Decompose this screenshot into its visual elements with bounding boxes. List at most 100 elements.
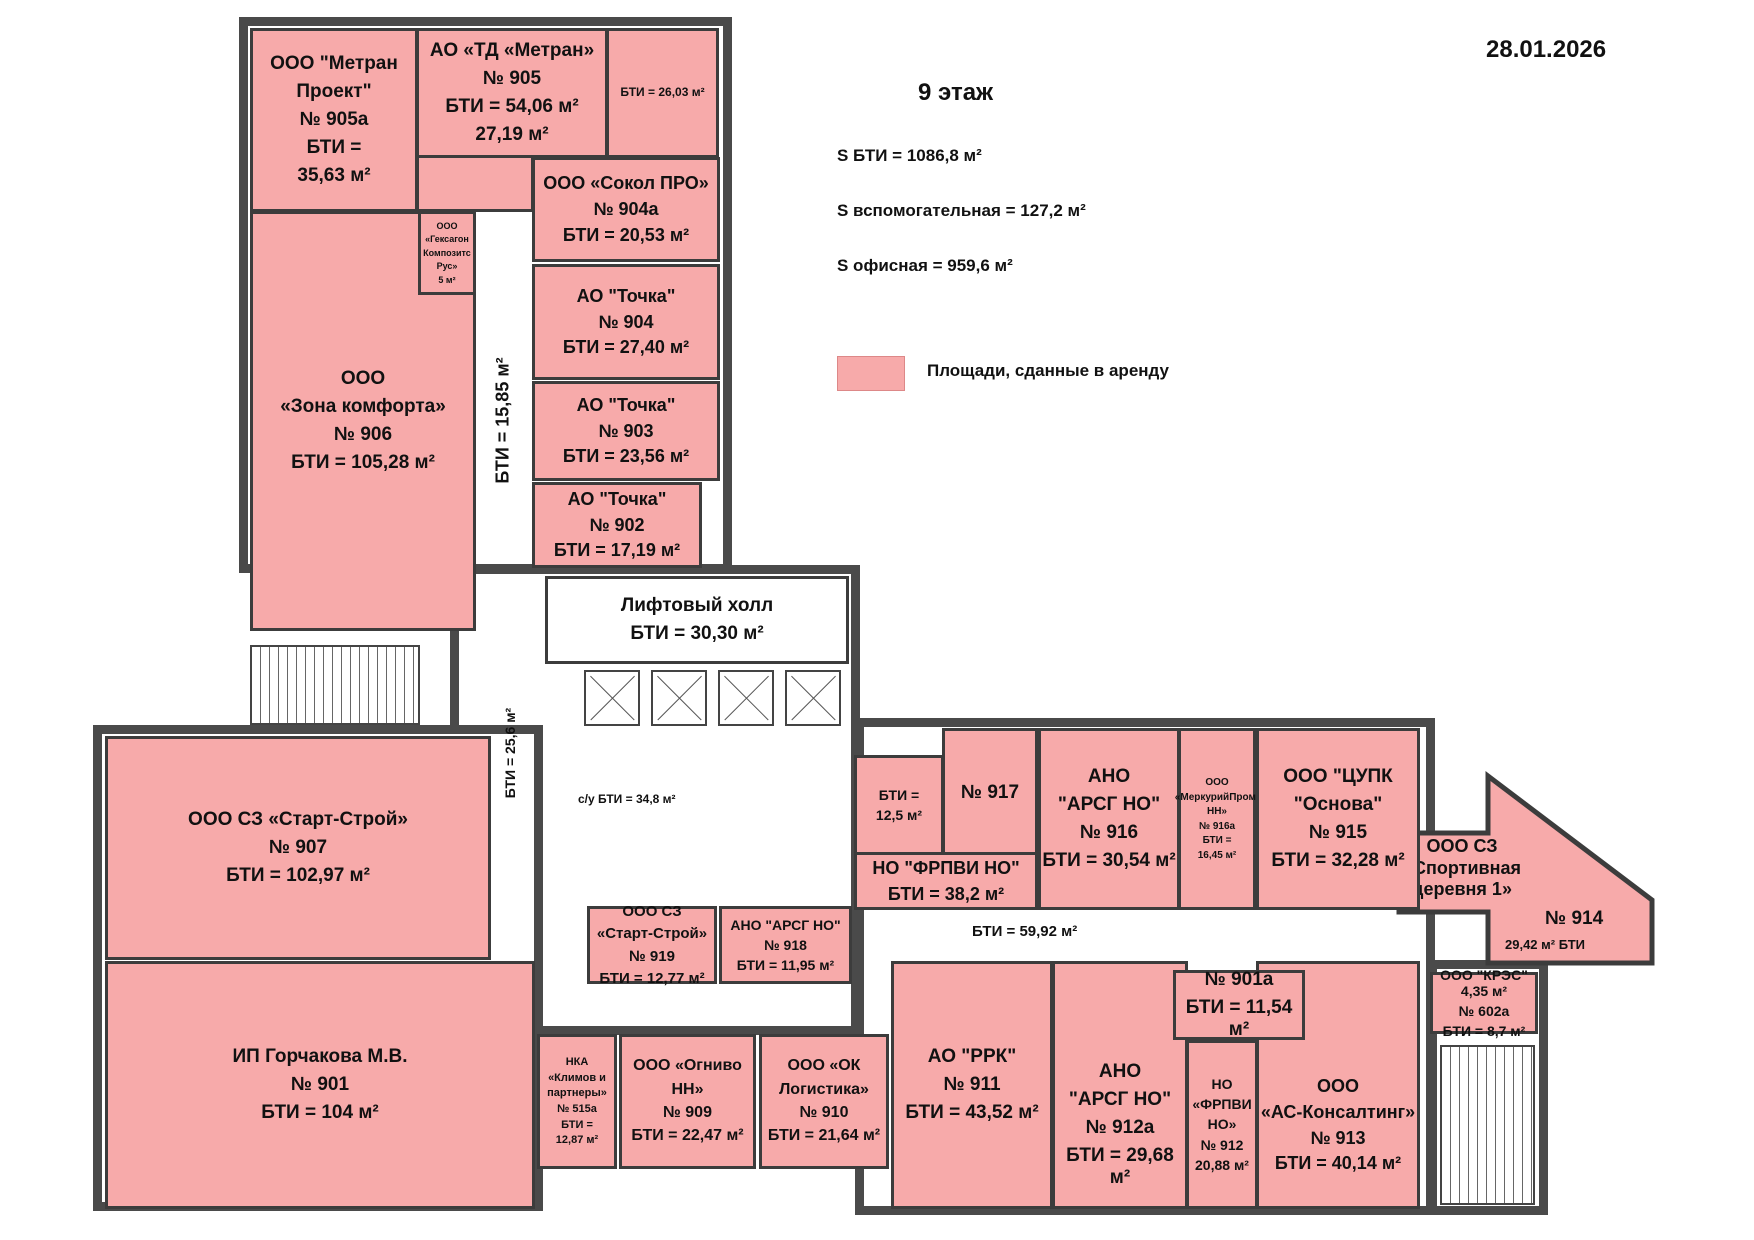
room-label-line: АНО (1098, 1061, 1142, 1083)
room-label-line: "АРСГ НО" (1057, 794, 1161, 816)
room-label-line: № 903 (598, 420, 654, 441)
room-label-line: БТИ = (878, 786, 920, 803)
room-label-line: «ФРПВИ (1192, 1096, 1252, 1113)
room-label-line: ООО "ЦУПК (1283, 766, 1393, 788)
room-label-line: «Климов и (548, 1071, 606, 1084)
room-label-line: НО» (1207, 1116, 1237, 1133)
room-label-line: БТИ = 102,97 м² (226, 864, 370, 886)
room-917: № 917 (942, 728, 1038, 858)
room-label-line: № 901а (1204, 969, 1274, 991)
room-label-line: НН» (671, 1080, 704, 1098)
room-label-line: 20,88 м² (1195, 1156, 1249, 1173)
room-label-line: № 906 (333, 424, 393, 445)
room-label-line: № 904а (593, 199, 659, 220)
room-label-line: АО "Точка" (567, 488, 667, 509)
room-label-line: БТИ = 30,30 м² (630, 623, 764, 644)
room-label-line: ООО «Сокол ПРО» (543, 173, 709, 194)
room-label-line: АНО "АРСГ НО" (730, 916, 841, 933)
room-label-line: № 919 (629, 947, 675, 965)
room-label-line: № 902 (589, 514, 645, 535)
room-905b: БТИ = 26,03 м² (606, 28, 719, 158)
room-label-line: БТИ = 23,56 м² (562, 446, 690, 467)
corridor-east-label: БТИ = 59,92 м² (972, 923, 1078, 940)
room-label-line: БТИ = 43,52 м² (905, 1101, 1039, 1123)
date-label: 28.01.2026 (1486, 36, 1607, 63)
room-label-line: ИП Горчакова М.В. (232, 1046, 408, 1068)
room-label-line: № 910 (799, 1104, 849, 1121)
room-label-line: № 916а (1198, 820, 1236, 832)
room-914-number: № 914 (1545, 908, 1604, 929)
room-label-line: Рус» (436, 261, 458, 272)
room-label-line: БТИ = 27,40 м² (562, 337, 690, 358)
room-label-line: Логистика» (779, 1080, 869, 1098)
legend-swatch (837, 356, 905, 391)
room-914-tenant: ООО СЗ «Спортивная деревня 1» (1402, 836, 1522, 901)
room-label-line: № 602а (1458, 1003, 1510, 1019)
room-label-line: № 911 (943, 1074, 1001, 1096)
room-label-line: ООО (1316, 1076, 1359, 1097)
area-total: S БТИ = 1086,8 м² (837, 146, 982, 165)
room-label-line: ООО (340, 368, 386, 390)
room-label-line: № 901 (290, 1074, 350, 1096)
room-914-line: «Спортивная (1403, 857, 1521, 878)
room-label-line: партнеры» (547, 1087, 607, 1100)
room-label-line: № 917 (960, 782, 1020, 804)
elevator-4 (785, 670, 841, 726)
room-label-line: № 918 (764, 936, 807, 953)
room-label-line: НО (1211, 1076, 1233, 1093)
room-914-line: деревня 1» (1412, 879, 1512, 900)
room-label-line: БТИ = 32,28 м² (1271, 849, 1405, 871)
room-label-line: НН» (1206, 806, 1227, 817)
stairs-east (1440, 1045, 1535, 1205)
floor-title: 9 этаж (918, 79, 994, 106)
room-label-line: БТИ = 20,53 м² (562, 224, 690, 245)
room-label-line: ООО «Огниво (633, 1057, 742, 1075)
room-label-line: БТИ = 22,47 м² (631, 1127, 744, 1145)
room-914-line: ООО СЗ (1426, 836, 1498, 856)
elevator-1 (584, 670, 640, 726)
room-905-lower-area (416, 155, 534, 212)
room-label-line: № 915 (1308, 822, 1368, 843)
room-label-line: «МеркурийПром- (1174, 791, 1260, 803)
room-label-line: № 912 (1200, 1136, 1244, 1153)
corridor-north-label: БТИ = 15,85 м² (492, 357, 513, 484)
room-label-line: 35,63 м² (297, 164, 371, 186)
room-label-line: 12,87 м² (555, 1134, 599, 1147)
room-label-line: «Старт-Строй» (596, 925, 708, 943)
room-label-line: БТИ = 11,95 м² (736, 957, 835, 974)
room-label-line: Проект" (296, 81, 372, 103)
room-label-line: ООО (1205, 777, 1229, 788)
wc-label: с/у БТИ = 34,8 м² (578, 792, 676, 806)
room-label-line: № 909 (663, 1104, 712, 1121)
area-office: S офисная = 959,6 м² (837, 256, 1013, 275)
room-label-line: БТИ = 29,68 м² (1066, 1144, 1174, 1188)
room-label-line: ООО «ОК (787, 1057, 861, 1075)
room-label-line: № 905а (299, 109, 369, 131)
room-label-line: БТИ = 40,14 м² (1274, 1153, 1402, 1174)
elevator-2 (651, 670, 707, 726)
room-914-area: 29,42 м² БТИ (1505, 937, 1586, 952)
room-label-line: БТИ = 104 м² (261, 1101, 379, 1123)
room-label-line: Лифтовый холл (620, 595, 774, 617)
room-label-line: № 515а (557, 1103, 597, 1115)
area-auxiliary: S вспомогательная = 127,2 м² (837, 201, 1086, 220)
room-label-line: НКА (565, 1056, 589, 1069)
room-label-line: АНО (1087, 766, 1131, 788)
room-label-line: БТИ = 17,19 м² (553, 540, 681, 561)
room-label-line: БТИ = 8,7 м² (1442, 1023, 1526, 1040)
